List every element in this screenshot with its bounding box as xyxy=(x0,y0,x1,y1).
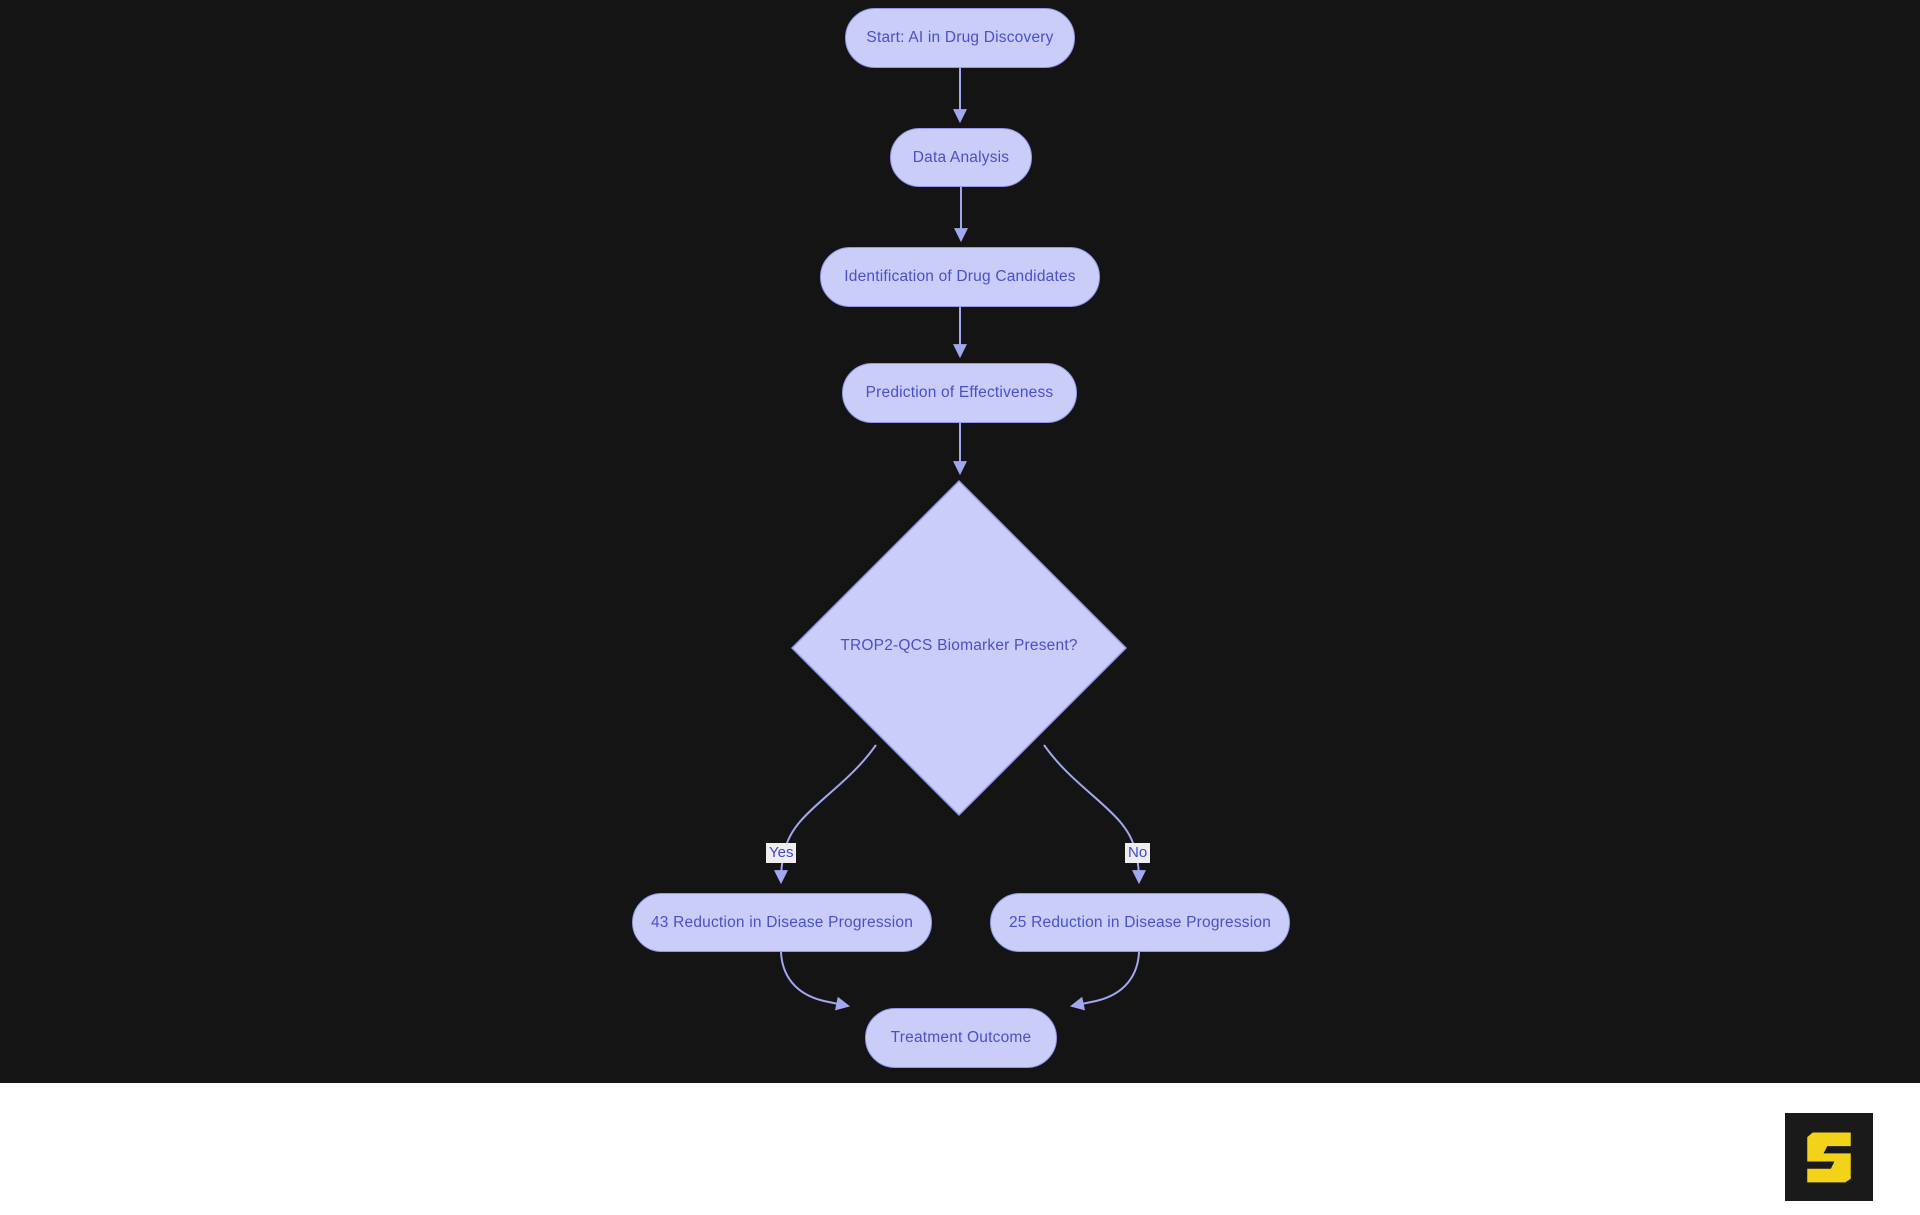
node-treatment-outcome[interactable]: Treatment Outcome xyxy=(865,1008,1057,1068)
edge-decision-no xyxy=(1043,744,1146,885)
node-decision-label: TROP2-QCS Biomarker Present? xyxy=(840,637,1078,654)
node-start[interactable]: Start: AI in Drug Discovery xyxy=(845,8,1075,68)
edge-no-outcome xyxy=(1069,951,1140,1011)
s-logo-icon xyxy=(1800,1126,1858,1188)
brand-logo[interactable] xyxy=(1785,1113,1873,1201)
node-yes-outcome[interactable]: 43 Reduction in Disease Progression xyxy=(632,893,932,952)
edge-label-yes: Yes xyxy=(766,843,797,863)
flowchart-canvas: Start: AI in Drug Discovery Data Analysi… xyxy=(0,0,1920,1083)
flowchart-edges xyxy=(774,68,1146,1011)
node-decision-shape[interactable] xyxy=(790,479,1128,817)
edge-decision-yes xyxy=(774,744,877,885)
node-data-analysis[interactable]: Data Analysis xyxy=(890,128,1032,187)
node-no-outcome[interactable]: 25 Reduction in Disease Progression xyxy=(990,893,1290,952)
edge-yes-outcome xyxy=(780,951,851,1011)
page-footer xyxy=(0,1083,1920,1215)
node-identification[interactable]: Identification of Drug Candidates xyxy=(820,247,1100,307)
node-prediction[interactable]: Prediction of Effectiveness xyxy=(842,363,1077,423)
edge-label-no: No xyxy=(1125,843,1151,863)
